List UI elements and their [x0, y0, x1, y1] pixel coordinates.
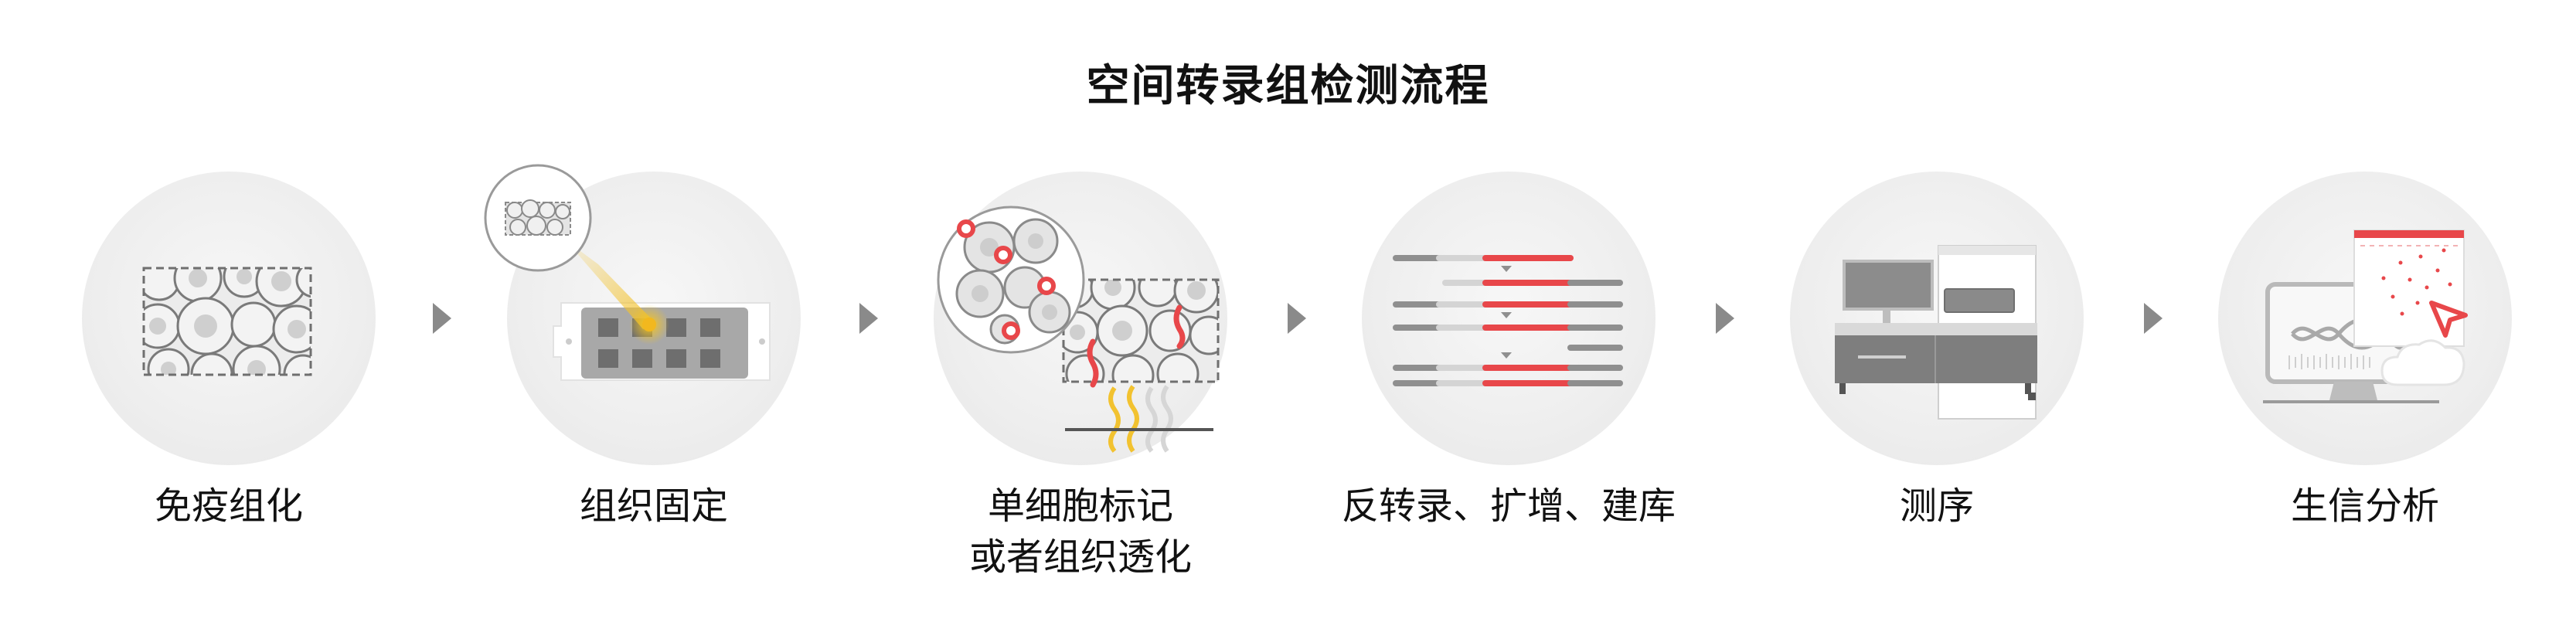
step-rt-amplify-library: 反转录、扩增、建库 [1342, 172, 1676, 528]
step-single-cell-labeling: 单细胞标记 或者组织透化 [934, 172, 1227, 579]
step-label: 生信分析 [2290, 484, 2439, 528]
slide-fixation-icon [484, 164, 771, 381]
step-label: 单细胞标记 或者组织透化 [825, 481, 1336, 583]
arrow-right-icon [433, 303, 451, 334]
step-label: 测序 [1899, 484, 1974, 528]
step-circle [934, 172, 1227, 465]
step-circle [484, 164, 801, 465]
page-title: 空间转录组检测流程 [1086, 61, 1490, 111]
arrow-right-icon [859, 303, 878, 334]
sequence-reads-icon [1393, 255, 1623, 386]
step-circle [2218, 172, 2512, 465]
arrow-right-icon [1288, 303, 1306, 334]
bioinfo-monitor-icon [2263, 229, 2468, 403]
step-label: 组织固定 [579, 484, 728, 528]
step-circle [82, 172, 376, 465]
step-sequencing: 测序 [1790, 172, 2084, 528]
arrow-right-icon [1716, 303, 1734, 334]
step-label: 反转录、扩增、建库 [1341, 484, 1676, 528]
step-label-line2: 或者组织透化 [968, 535, 1192, 579]
step-label: 免疫组化 [154, 484, 303, 528]
step-bioinformatics: 生信分析 [2218, 172, 2512, 528]
step-circle [1362, 172, 1656, 465]
sequencer-icon [1835, 245, 2037, 420]
step-label-line1: 单细胞标记 [987, 484, 1173, 528]
arrow-right-icon [2144, 303, 2163, 334]
step-tissue-fixation: 组织固定 [484, 164, 801, 528]
cell-labeling-icon [937, 206, 1220, 453]
step-immunohistochemistry: 免疫组化 [82, 172, 376, 528]
step-circle [1790, 172, 2084, 465]
tissue-grid-icon [142, 267, 312, 376]
